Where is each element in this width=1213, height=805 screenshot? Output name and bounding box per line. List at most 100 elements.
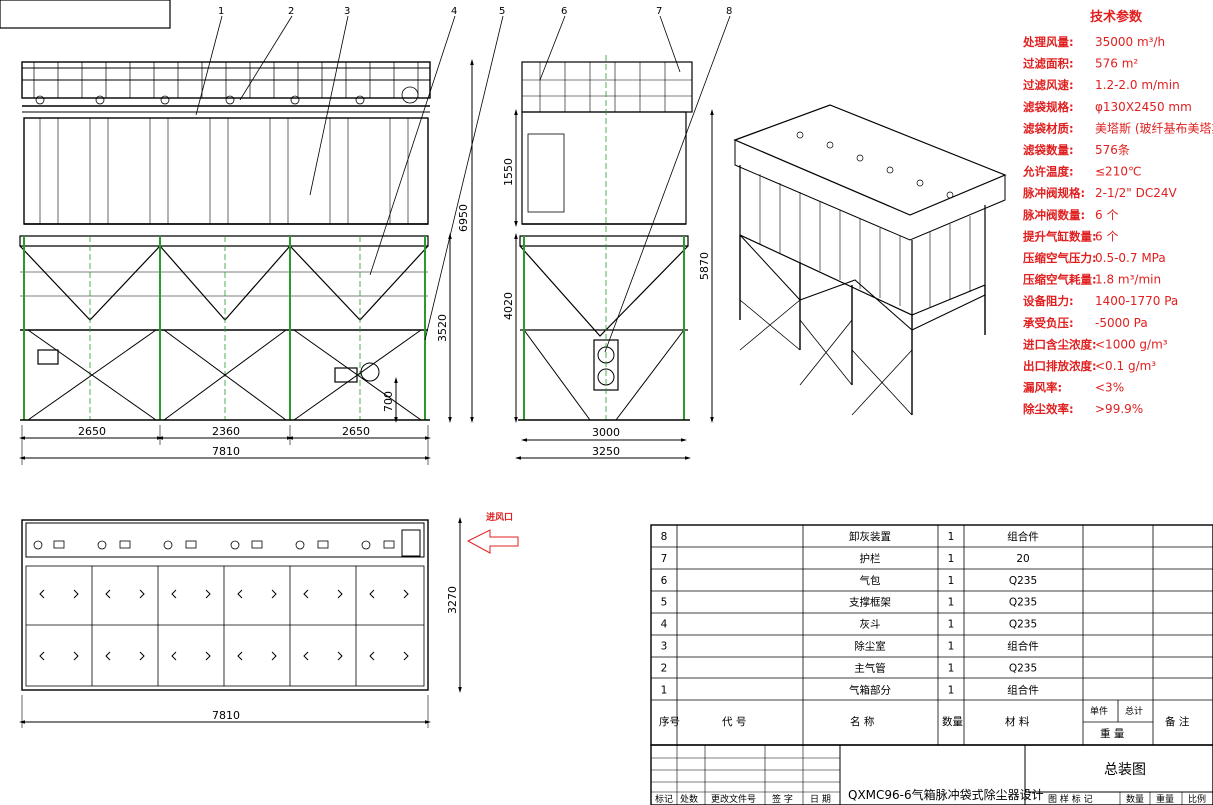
spec-label: 压缩空气耗量: [1023, 273, 1097, 287]
bom-cell-name: 气包 [860, 574, 881, 587]
spec-label: 允许温度: [1022, 165, 1074, 179]
spec-label: 脉冲阀数量: [1022, 208, 1085, 222]
bom-cell-no: 7 [661, 553, 668, 565]
title-block [650, 744, 1213, 805]
bom-cell-qty: 1 [948, 553, 955, 565]
bom-cell-name: 主气管 [854, 661, 886, 674]
spec-label: 过滤面积: [1023, 57, 1074, 71]
spec-value: 1.8 m³/min [1095, 273, 1161, 287]
bom-cell-no: 8 [661, 531, 668, 543]
dim-3250: 3250 [592, 445, 620, 458]
callout-1: 1 [218, 6, 224, 17]
tb-cell-date: 日 期 [810, 794, 831, 805]
bom-header-total: 总计 [1125, 705, 1143, 717]
spec-label: 进口含尘浓度: [1023, 337, 1097, 351]
spec-value: <3% [1095, 381, 1124, 395]
dim-3000: 3000 [592, 426, 620, 439]
tb-cell-weight: 重量 [1156, 793, 1174, 805]
title-block-text: QXMC96-6气箱脉冲袋式除尘器设计 总装图 标记 处数 更改文件号 签 字 … [655, 762, 1206, 805]
dim-3520: 3520 [436, 314, 449, 342]
spec-value: 35000 m³/h [1095, 35, 1165, 49]
bom-cell-qty: 1 [948, 641, 955, 653]
tb-cell-change: 更改文件号 [711, 793, 756, 805]
spec-value: <1000 g/m³ [1095, 337, 1168, 351]
spec-label: 出口排放浓度: [1023, 359, 1097, 373]
bom-cell-material: Q235 [1009, 597, 1037, 609]
bom-header-qty: 数量 [942, 715, 963, 728]
front-view-dims: 6950 3520 700 2650 2360 2650 7810 [78, 204, 470, 458]
spec-label: 脉冲阀规格: [1022, 186, 1085, 200]
spec-label: 除尘效率: [1023, 402, 1074, 416]
bom-cell-material: Q235 [1009, 662, 1037, 674]
callout-3: 3 [344, 6, 350, 17]
bom-cell-material: Q235 [1009, 575, 1037, 587]
front-view [19, 15, 731, 465]
dim-1550: 1550 [502, 158, 515, 186]
spec-label: 滤袋规格: [1023, 100, 1074, 114]
callout-4: 4 [451, 6, 457, 17]
specs-title: 技术参数 [1090, 9, 1143, 25]
callout-5: 5 [499, 6, 505, 17]
dim-4020: 4020 [502, 292, 515, 320]
spec-label: 过滤风速: [1023, 78, 1074, 92]
callout-6: 6 [561, 6, 567, 17]
dim-2650-left: 2650 [78, 425, 106, 438]
spec-value: -5000 Pa [1095, 316, 1148, 330]
bom-cell-material: Q235 [1009, 619, 1037, 631]
plan-view-labels: 进风口 3270 7810 [212, 511, 513, 722]
bom-cell-name: 除尘室 [854, 640, 886, 653]
spec-value: 2-1/2" DC24V [1095, 186, 1178, 200]
spec-value: 576条 [1095, 143, 1130, 157]
spec-label: 滤袋材质: [1023, 121, 1074, 135]
spec-label: 提升气缸数量: [1023, 229, 1097, 243]
dim-5870: 5870 [698, 252, 711, 280]
spec-value: 576 m² [1095, 57, 1138, 71]
spec-label: 漏风率: [1023, 381, 1062, 395]
tb-cell-sign: 签 字 [772, 793, 793, 805]
side-view-dims: 1550 4020 5870 3000 3250 [502, 158, 711, 458]
project-title: QXMC96-6气箱脉冲袋式除尘器设计 [848, 787, 1044, 802]
bom-cell-name: 支撑框架 [849, 596, 891, 609]
bom-cell-name: 卸灰装置 [849, 530, 891, 543]
bom-header-no: 序号 [659, 715, 680, 728]
bom-header-name: 名 称 [850, 715, 875, 728]
dim-7810-front: 7810 [212, 445, 240, 458]
bom-cell-no: 4 [661, 619, 668, 631]
spec-value: 6 个 [1095, 208, 1118, 222]
bom-table [650, 524, 1213, 746]
spec-value: >99.9% [1095, 402, 1143, 416]
bom-cell-material: 组合件 [1007, 683, 1039, 696]
bom-cell-qty: 1 [948, 619, 955, 631]
tb-cell-qty: 数量 [1126, 793, 1144, 805]
callout-7: 7 [656, 6, 662, 17]
spec-label: 压缩空气压力: [1023, 251, 1097, 265]
dim-7810-plan: 7810 [212, 709, 240, 722]
dim-6950: 6950 [457, 204, 470, 232]
inlet-label: 进风口 [486, 511, 513, 523]
spec-value: φ130X2450 mm [1095, 100, 1192, 114]
spec-value: 6 个 [1095, 229, 1118, 243]
dim-2360: 2360 [212, 425, 240, 438]
tb-cell-scale: 比例 [1188, 793, 1206, 805]
tb-cell-count: 处数 [680, 793, 698, 805]
callout-2: 2 [288, 6, 294, 17]
bom-cell-qty: 1 [948, 684, 955, 696]
callout-8: 8 [726, 6, 732, 17]
bom-cell-qty: 1 [948, 597, 955, 609]
bom-cell-material: 组合件 [1007, 530, 1039, 543]
bom-cell-qty: 1 [948, 531, 955, 543]
bom-cell-name: 气箱部分 [849, 683, 891, 696]
spec-value: 1.2-2.0 m/min [1095, 78, 1180, 92]
bom-cell-qty: 1 [948, 662, 955, 674]
dim-700: 700 [382, 391, 395, 412]
bom-header-unit: 单件 [1090, 705, 1108, 717]
spec-value: 美塔斯 (玻纤基布美塔斯) [1095, 121, 1213, 135]
bom-cell-qty: 1 [948, 575, 955, 587]
bom-header-material: 材 料 [1005, 715, 1030, 728]
bom-header: 序号 代 号 名 称 数量 材 料 单件 总计 重 量 备 注 [659, 705, 1190, 740]
spec-label: 滤袋数量: [1023, 143, 1074, 157]
tb-cell-pattern: 图 样 标 记 [1048, 793, 1093, 805]
